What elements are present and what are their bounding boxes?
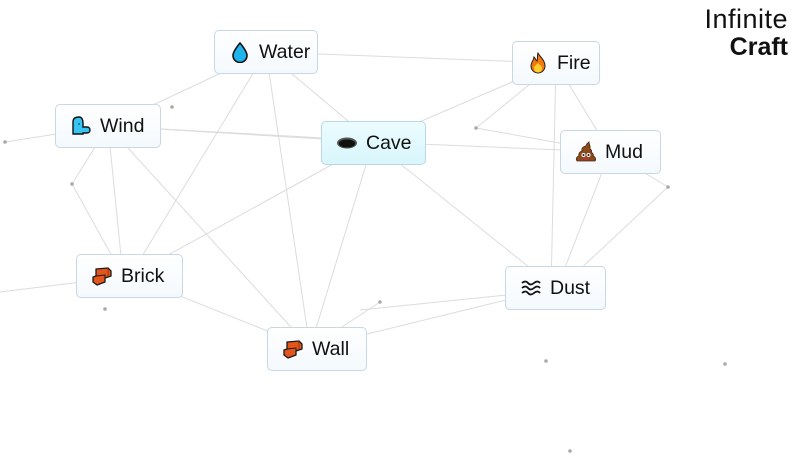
anchor-dot [3,140,7,144]
element-label: Wind [100,114,145,137]
element-tile-mud[interactable]: Mud [560,130,661,174]
connection-line [107,125,124,277]
connection-line [265,51,311,349]
element-tile-dust[interactable]: Dust [505,266,606,310]
anchor-dot [666,185,670,189]
element-tile-brick[interactable]: Brick [76,254,183,298]
infinite-craft-logo: Infinite Craft [704,6,788,60]
element-tile-cave[interactable]: Cave [321,121,426,165]
fire-icon [527,52,549,74]
anchor-dot [170,105,174,109]
waves-icon [520,277,542,299]
brick-icon [91,265,113,287]
hole-icon [336,132,358,154]
brick-icon [282,338,304,360]
anchor-dot [544,359,548,363]
logo-line-1: Infinite [704,4,788,34]
connection-line [107,125,311,349]
element-tile-water[interactable]: Water [214,30,318,74]
anchor-dot [103,307,107,311]
anchor-dot [474,126,478,130]
anchor-dot [568,449,572,453]
element-label: Fire [557,51,591,74]
droplet-icon [229,41,251,63]
connection-line [556,151,611,289]
connection-line [372,141,556,289]
wind-face-icon [70,115,92,137]
element-label: Wall [312,337,350,360]
connection-line [550,62,557,289]
connection-line [309,141,374,349]
element-label: Dust [550,276,591,299]
element-label: Cave [366,131,412,154]
element-tile-wall[interactable]: Wall [267,327,367,371]
element-label: Water [259,40,311,63]
poop-icon [575,141,597,163]
element-tile-wind[interactable]: Wind [55,104,161,148]
anchor-dot [70,182,74,186]
anchor-dot [723,362,727,366]
logo-line-2: Craft [729,33,788,61]
element-label: Mud [605,140,643,163]
anchor-dot [378,300,382,304]
element-tile-fire[interactable]: Fire [512,41,600,85]
connection-line [129,51,267,277]
element-label: Brick [121,264,165,287]
